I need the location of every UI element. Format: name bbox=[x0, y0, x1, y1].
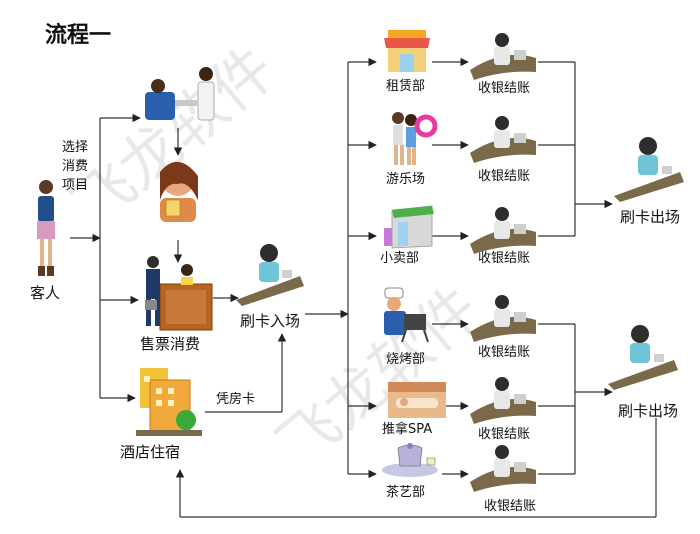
swipe-in-label: 刷卡入场 bbox=[240, 312, 300, 330]
rental-shop-icon bbox=[384, 30, 430, 72]
room-card-label: 凭房卡 bbox=[216, 391, 255, 407]
service-park-label: 游乐场 bbox=[386, 172, 425, 187]
checkout-label-5: 收银结账 bbox=[478, 427, 530, 442]
swipe-out-icon-1 bbox=[614, 137, 684, 202]
swipe-out-label-2: 刷卡出场 bbox=[618, 402, 678, 420]
convenience-store-icon bbox=[384, 205, 434, 249]
barbecue-chef-icon bbox=[384, 287, 429, 343]
service-tea-label: 茶艺部 bbox=[386, 484, 425, 500]
swipe-out-icon-2 bbox=[608, 325, 678, 390]
guest-label: 客人 bbox=[30, 284, 60, 302]
service-bbq-label: 烧烤部 bbox=[386, 352, 425, 367]
page-title: 流程一 bbox=[45, 22, 111, 48]
consult-icon bbox=[145, 67, 215, 121]
checkout-label-2: 收银结账 bbox=[478, 169, 530, 184]
service-spa-label: 推拿SPA bbox=[382, 421, 432, 437]
checkout-label-4: 收银结账 bbox=[478, 345, 530, 360]
ticket-booth-icon bbox=[145, 256, 213, 331]
cashier-icon bbox=[470, 33, 536, 492]
choose-label-2: 消费 bbox=[62, 159, 88, 174]
service-rental-label: 租赁部 bbox=[386, 79, 425, 94]
choose-label-3: 项目 bbox=[62, 178, 88, 193]
spa-icon bbox=[388, 382, 446, 418]
connectors bbox=[70, 57, 657, 518]
svg-text:飞龙软件: 飞龙软件 bbox=[265, 274, 494, 482]
checkout-label-3: 收银结账 bbox=[478, 251, 530, 266]
tea-set-icon bbox=[382, 443, 438, 477]
hotel-icon bbox=[136, 368, 202, 436]
checkout-label-6: 收银结账 bbox=[484, 499, 536, 514]
swipe-in-icon bbox=[236, 244, 304, 306]
choose-label-1: 选择 bbox=[62, 140, 88, 155]
checkout-label-1: 收银结账 bbox=[478, 81, 530, 96]
hotel-stay-label: 酒店住宿 bbox=[120, 443, 180, 461]
guest-figure bbox=[37, 180, 55, 276]
amusement-park-icon bbox=[392, 112, 438, 165]
service-store-label: 小卖部 bbox=[380, 251, 419, 266]
swipe-out-label-1: 刷卡出场 bbox=[620, 208, 680, 226]
ticket-sale-label: 售票消费 bbox=[140, 335, 200, 353]
card-holder-icon bbox=[160, 161, 198, 222]
